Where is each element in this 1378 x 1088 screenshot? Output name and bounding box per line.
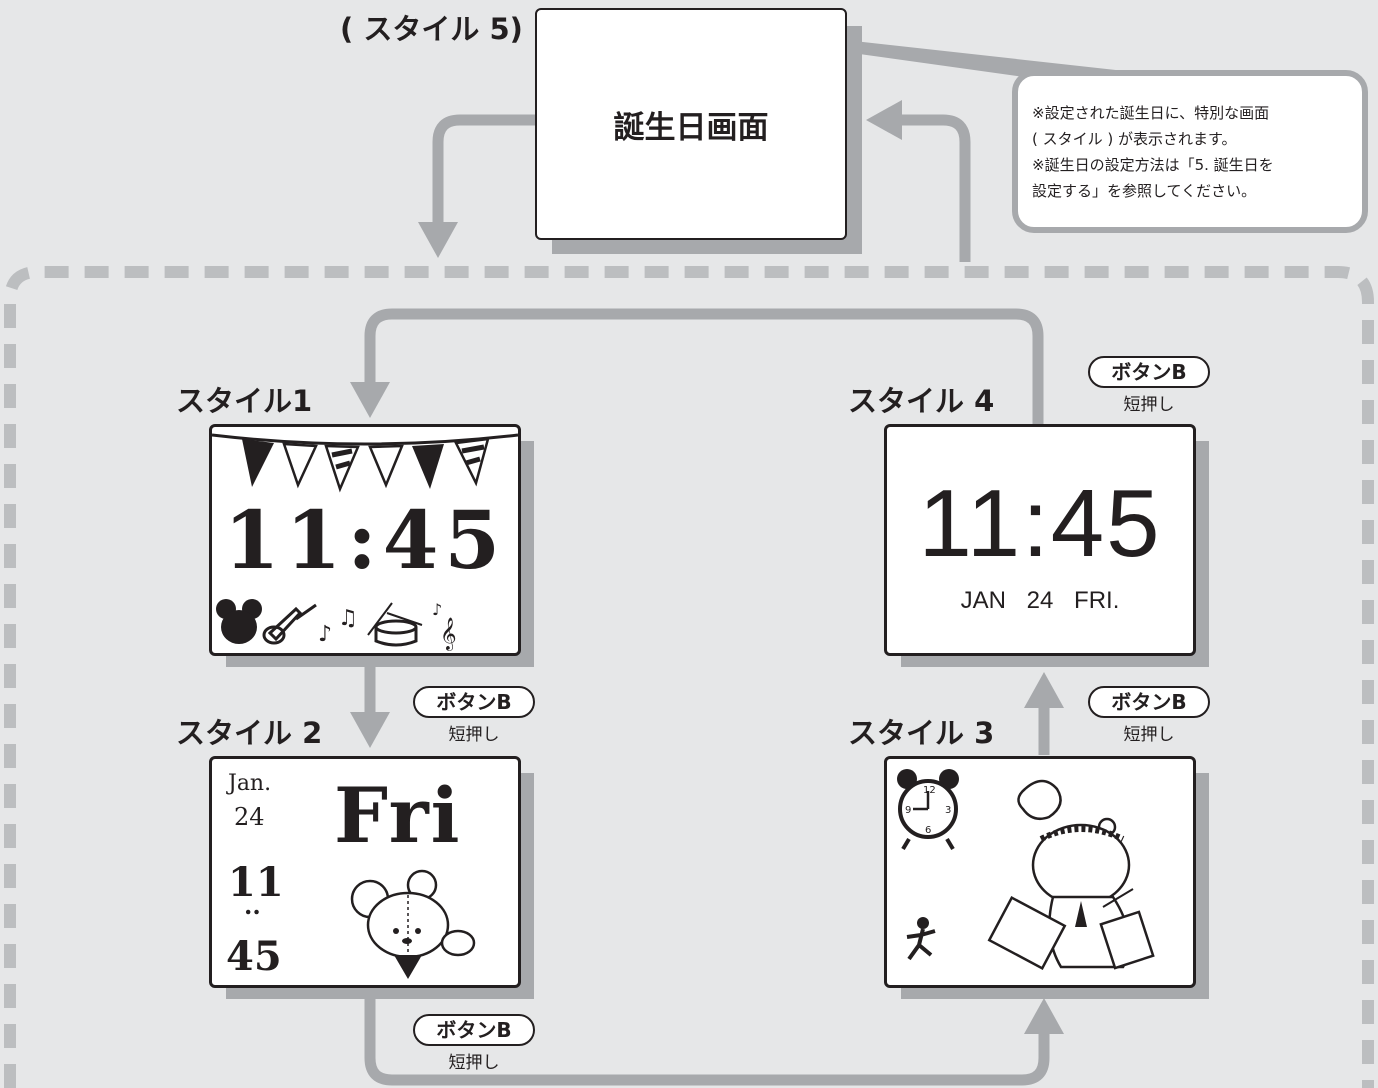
- note-line-3: ※誕生日の設定方法は「5. 誕生日を: [1032, 156, 1274, 174]
- bear-with-bags-icon: [987, 779, 1155, 970]
- svg-text:♪: ♪: [432, 600, 442, 619]
- note-line-2: ( スタイル ) が表示されます。: [1032, 130, 1237, 148]
- style4-button-b-badge: ボタンB: [1088, 356, 1210, 388]
- style3-screen: 12 3 6 9: [884, 756, 1196, 988]
- style2-screen: Jan. 24 Fri 11 .. 45: [209, 756, 521, 988]
- style2-colon: ..: [244, 891, 261, 920]
- clock-number-12: 12: [923, 785, 936, 796]
- arrow-to-style2: [350, 712, 390, 748]
- style4-date-row: JAN 24 FRI.: [887, 587, 1193, 615]
- style3-press-short: 短押し: [1123, 725, 1175, 745]
- arrow-to-style1: [350, 382, 390, 418]
- note-line-1: ※設定された誕生日に、特別な画面: [1032, 104, 1270, 122]
- style3-button-b-badge: ボタンB: [1088, 686, 1210, 718]
- birthday-screen-title: 誕生日画面: [613, 110, 769, 146]
- birthday-style-tag: ( スタイル 5): [340, 12, 523, 46]
- style2-month: Jan.: [228, 771, 272, 796]
- svg-text:♪: ♪: [318, 622, 332, 647]
- music-instruments-icon: ♪ ♫ ♪ 𝄞: [216, 599, 457, 651]
- style2-minute: 45: [226, 933, 282, 980]
- bottom-press-short: 短押し: [448, 1053, 500, 1073]
- style2-press-short: 短押し: [448, 725, 500, 745]
- arrow-to-style4: [1024, 672, 1064, 708]
- clock-number-6: 6: [925, 825, 931, 836]
- arrow-to-style3: [1024, 998, 1064, 1034]
- style4-weekday: FRI.: [1074, 587, 1120, 614]
- style1-screen: 11:45 ♪ ♫ ♪ 𝄞: [209, 424, 521, 656]
- note-line-4: 設定する」を参照してください。: [1032, 182, 1257, 200]
- style3-label: スタイル 3: [848, 716, 995, 750]
- style4-month: JAN: [960, 587, 1006, 614]
- style4-screen: 11:45 JAN 24 FRI.: [884, 424, 1196, 656]
- clock-number-9: 9: [905, 805, 911, 816]
- bottom-button-b-badge: ボタンB: [413, 1014, 535, 1046]
- alarm-clock-icon: 12 3 6 9: [897, 769, 959, 851]
- style1-time: 11:45: [223, 493, 507, 587]
- svg-text:𝄞: 𝄞: [440, 617, 457, 651]
- style4-day: 24: [1026, 587, 1054, 614]
- birthday-note: ※設定された誕生日に、特別な画面 ( スタイル ) が表示されます。 ※誕生日の…: [1012, 70, 1368, 233]
- clock-number-3: 3: [945, 805, 951, 816]
- running-mouse-icon: [906, 917, 936, 961]
- style4-time: 11:45: [918, 470, 1162, 577]
- style2-label: スタイル 2: [176, 716, 323, 750]
- style2-day: 24: [234, 803, 265, 831]
- birthday-screen: 誕生日画面: [535, 8, 847, 240]
- arrow-birthday-down: [418, 222, 458, 258]
- style2-button-b-badge: ボタンB: [413, 686, 535, 718]
- arrow-to-birthday: [866, 100, 902, 140]
- style4-label: スタイル 4: [848, 384, 995, 418]
- style4-press-short: 短押し: [1123, 395, 1175, 415]
- bear-character-icon: [350, 869, 476, 979]
- svg-text:♫: ♫: [338, 606, 358, 631]
- style2-weekday: Fri: [334, 771, 462, 860]
- bunting-icon: [212, 433, 518, 493]
- style-group-frame: [4, 266, 1374, 1088]
- style1-label: スタイル1: [176, 384, 313, 418]
- style2-hour: 11: [228, 859, 284, 906]
